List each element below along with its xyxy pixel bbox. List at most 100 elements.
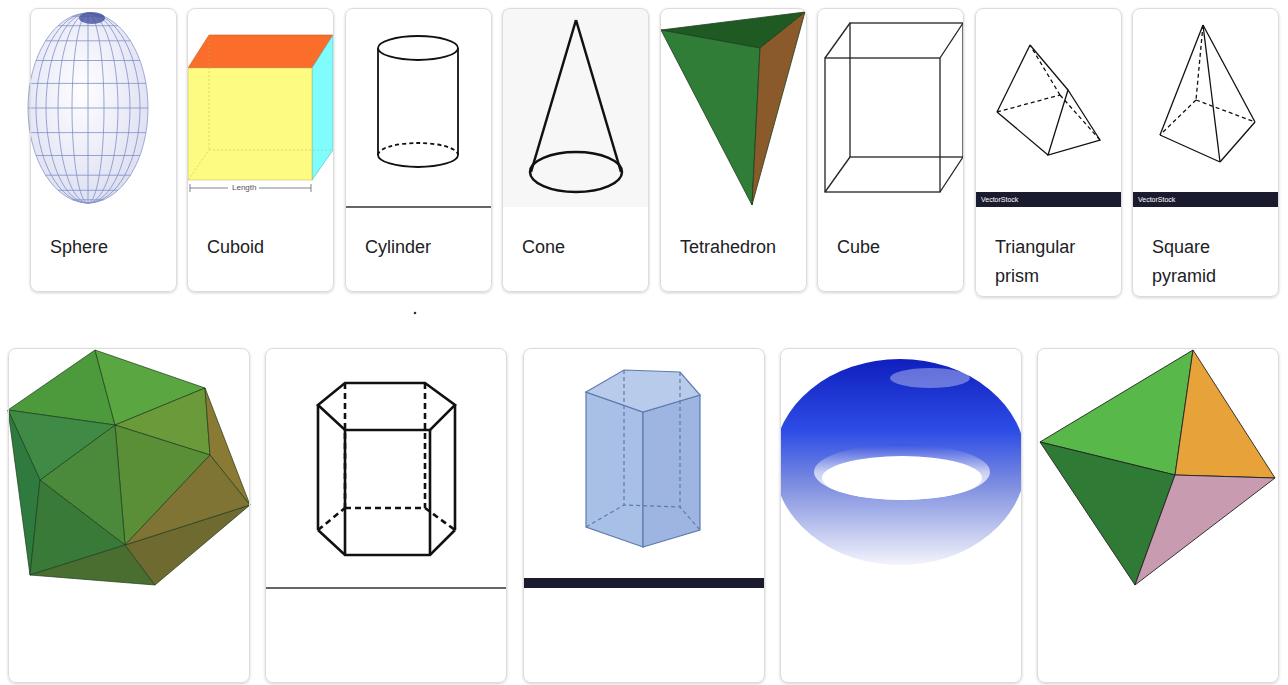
triangular-prism-figure-part (1030, 45, 1068, 90)
cuboid-figure (188, 35, 333, 192)
cylinder-figure-part (345, 206, 491, 208)
pentagonal-prism-figure-part (586, 505, 700, 530)
cone-figure-part (531, 20, 576, 172)
sphere-figure-part (58, 25, 118, 26)
triangular-prism-figure-part (997, 112, 1048, 155)
hexagonal-prism-figure-part (344, 430, 347, 555)
cube-figure-part (825, 157, 850, 192)
cuboid-figure-part (190, 188, 228, 189)
shape-name: Square pyramid (1152, 233, 1267, 291)
shape-name: Triangular prism (995, 233, 1110, 291)
hexagonal-prism-figure-part (429, 430, 432, 555)
dimension-label: Length (231, 184, 257, 192)
shape-card: Cuboid (187, 8, 334, 292)
triangular-prism-figure-part (975, 192, 1122, 207)
square-pyramid-figure-part (1220, 122, 1255, 162)
shape-card: Octahedron (1037, 348, 1279, 683)
sphere-figure-part (30, 132, 146, 133)
cylinder-figure (345, 36, 491, 207)
torus-figure-part (822, 456, 982, 500)
hexagonal-prism-figure-part (318, 508, 345, 530)
hexagonal-prism-figure-part (454, 405, 457, 530)
square-pyramid-figure-part (1196, 25, 1203, 100)
pentagonal-prism-figure-part (586, 392, 643, 547)
shape-card: Torus (780, 348, 1022, 683)
cylinder-figure-part (457, 48, 459, 155)
octahedron-figure-part (1135, 475, 1275, 585)
cube-figure-part (940, 157, 963, 192)
shape-card: Icosahedron (8, 348, 250, 683)
sphere-figure-part (58, 190, 118, 191)
hexagonal-prism-figure-part (345, 507, 425, 510)
cylinder-figure-part (378, 143, 458, 155)
sphere-figure-part (30, 83, 146, 84)
triangular-prism-figure-part (1048, 90, 1100, 155)
triangular-prism-figure-part (1030, 45, 1060, 95)
watermark: VectorStock (1137, 196, 1176, 203)
shape-card: Cube (817, 8, 964, 292)
pentagonal-prism-figure (523, 370, 764, 588)
shape-name: Tetrahedron (680, 233, 795, 262)
hexagonal-prism-figure-part (318, 530, 455, 555)
watermark: VectorStock (980, 196, 1019, 203)
torus-figure (781, 359, 1021, 565)
sphere-figure-part (79, 12, 105, 24)
shape-card: Triangular prism (975, 8, 1122, 297)
cuboid-figure-part (188, 150, 209, 180)
cuboid-figure-part (312, 35, 333, 180)
sphere-figure-part (28, 108, 148, 109)
cylinder-figure-part (377, 48, 379, 155)
hexagonal-prism-figure-part (424, 383, 427, 508)
cube-figure-part (825, 58, 940, 192)
cuboid-figure-part (209, 150, 333, 151)
square-pyramid-figure (1132, 25, 1279, 207)
shape-card: Hexagonal prism (265, 348, 507, 683)
shape-name: Cylinder (365, 233, 480, 262)
square-pyramid-figure-part (1132, 192, 1279, 207)
pentagonal-prism-figure-part (523, 578, 764, 588)
sphere-figure-part (73, 199, 104, 200)
sphere-figure (28, 12, 148, 203)
hexagonal-prism-figure (265, 383, 507, 588)
cube-figure (825, 23, 963, 192)
torus-figure-part (814, 444, 990, 500)
cone-figure-part (576, 20, 621, 172)
square-pyramid-figure-part (1203, 25, 1220, 162)
octahedron-figure-part (1175, 350, 1275, 478)
icosahedron-figure (8, 350, 250, 585)
cuboid-figure-part (190, 184, 191, 192)
square-pyramid-figure-part (1160, 25, 1203, 135)
cone-figure-part (530, 152, 622, 192)
torus-figure-part (890, 368, 970, 388)
shape-card: Pentagonal prism (523, 348, 765, 683)
cone-figure (503, 9, 648, 207)
pentagonal-prism-figure-part (623, 370, 624, 505)
sphere-figure-part (28, 13, 148, 203)
cuboid-figure-part (209, 35, 210, 150)
shape-name: Cone (522, 233, 637, 262)
pentagonal-prism-figure-part (679, 372, 680, 507)
square-pyramid-figure-part (1160, 135, 1220, 162)
shape-card: Cylinder (345, 8, 492, 292)
cuboid-figure-part (188, 35, 333, 68)
sphere-figure-part (46, 175, 131, 176)
cube-figure-part (940, 23, 963, 58)
triangular-prism-figure-part (1060, 95, 1100, 140)
shape-card: Tetrahedron (660, 8, 807, 292)
sphere-figure-part (46, 40, 131, 41)
cube-figure-part (850, 23, 963, 157)
shape-card: Cone (502, 8, 649, 292)
shape-name: Cube (837, 233, 952, 262)
shape-name: Cuboid (207, 233, 322, 262)
hexagonal-prism-figure-part (317, 405, 320, 530)
icosahedron-figure-part (125, 455, 250, 545)
stray-dot (414, 312, 417, 315)
octahedron-figure (1040, 350, 1275, 585)
tetrahedron-figure-part (661, 30, 760, 205)
sphere-figure-part (36, 155, 140, 156)
tetrahedron-figure-part (752, 12, 805, 205)
square-pyramid-figure-part (1196, 100, 1255, 122)
triangular-prism-figure (975, 45, 1122, 207)
